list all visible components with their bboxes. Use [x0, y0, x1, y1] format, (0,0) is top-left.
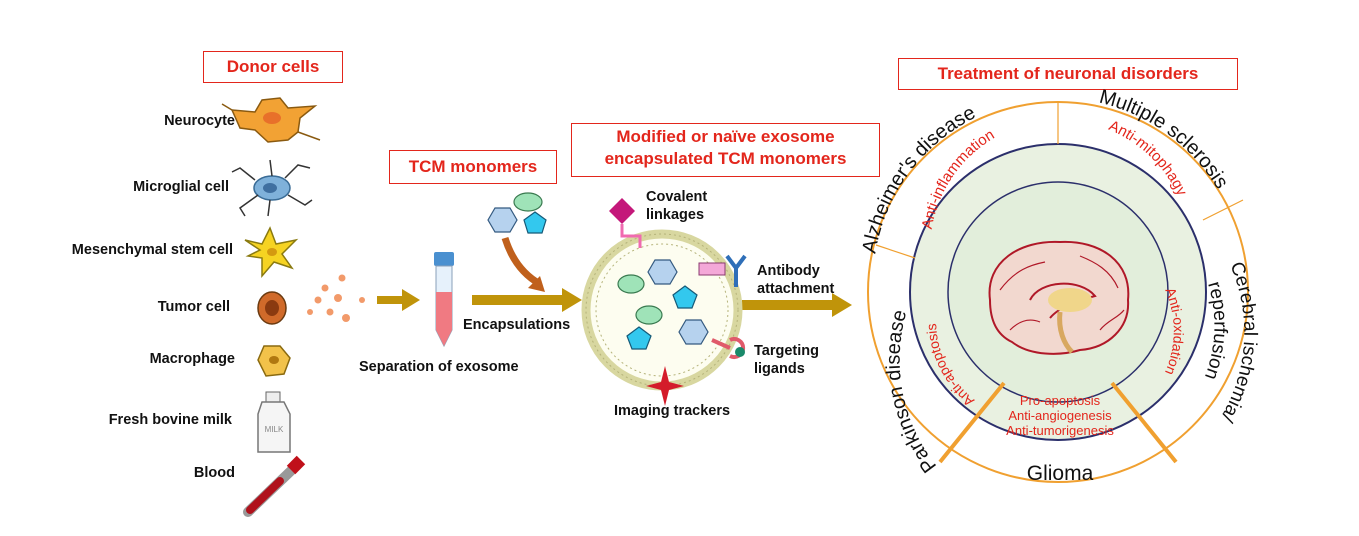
label-blood: Blood [193, 465, 235, 481]
targeting-line1: Targeting [754, 343, 819, 359]
exosome-title-line1: Modified or naïve exosome [616, 127, 835, 146]
targeting-ligand-icon [711, 337, 746, 359]
effect-pro-apoptosis: Pro-apoptosis [1020, 393, 1101, 408]
treatment-title: Treatment of neuronal disorders [898, 58, 1238, 90]
label-microglial-cell: Microglial cell [133, 179, 229, 195]
antibody-icon [698, 254, 747, 287]
tcm-monomer-shapes [487, 192, 547, 234]
antibody-label: Antibody attachment [757, 262, 834, 298]
milk-bottle-icon: MILK [257, 391, 291, 453]
label-fresh-bovine-milk: Fresh bovine milk [108, 412, 232, 428]
milk-bottle-label: MILK [265, 425, 284, 434]
targeting-line2: ligands [754, 361, 805, 377]
macrophage-icon [257, 345, 291, 377]
imaging-label: Imaging trackers [614, 403, 731, 419]
blood-tube-icon [243, 455, 306, 517]
tcm-monomers-title: TCM monomers [389, 150, 557, 184]
brain-icon [988, 240, 1130, 355]
label-neurocyte: Neurocyte [164, 113, 235, 129]
mesenchymal-stem-cell-icon [244, 226, 299, 279]
effect-anti-tumorigenesis: Anti-tumorigenesis [1006, 423, 1114, 438]
separation-label: Separation of exosome [359, 359, 519, 375]
covalent-label: Covalent linkages [646, 188, 707, 224]
covalent-line2: linkages [646, 207, 705, 223]
antibody-line1: Antibody [757, 263, 820, 279]
donor-cells-title: Donor cells [203, 51, 343, 83]
antibody-line2: attachment [757, 281, 835, 297]
exosome-title: Modified or naïve exosome encapsulated T… [571, 123, 880, 177]
microglial-cell-icon [231, 159, 313, 217]
targeting-label: Targeting ligands [754, 342, 819, 378]
exosome-dots-icon [307, 274, 365, 322]
covalent-line1: Covalent [646, 189, 708, 205]
imaging-tracker-icon [646, 366, 684, 406]
label-tumor-cell: Tumor cell [157, 299, 230, 315]
label-mesenchymal-stem-cell: Mesenchymal stem cell [71, 242, 233, 258]
tumor-cell-icon [257, 291, 287, 325]
effect-anti-angiogenesis: Anti-angiogenesis [1008, 408, 1112, 423]
exosome-title-line2: encapsulated TCM monomers [604, 149, 847, 168]
covalent-linkage-icon [609, 198, 642, 248]
arrow-to-treatment [742, 293, 852, 317]
neurocyte-icon [221, 97, 321, 143]
disease-glioma: Glioma [1027, 462, 1094, 485]
exosome-vesicle [581, 229, 743, 391]
label-macrophage: Macrophage [149, 351, 235, 367]
encapsulation-arrow [501, 236, 542, 288]
arrow-to-tube [377, 289, 420, 311]
encapsulation-label: Encapsulations [463, 317, 571, 333]
arrow-to-exosome [472, 288, 582, 312]
centrifuge-tube-icon [434, 252, 454, 348]
